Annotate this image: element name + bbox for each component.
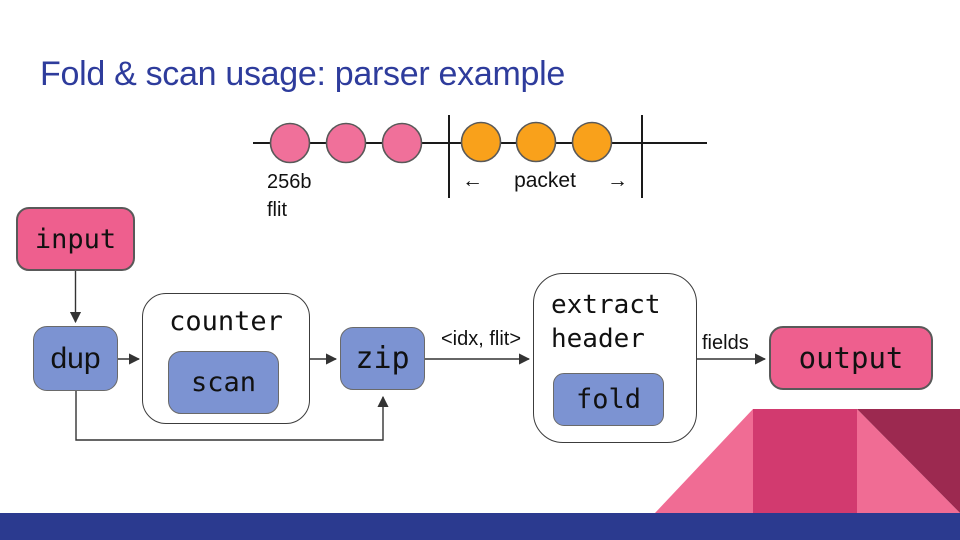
counter-label: counter [169,306,283,337]
node-scan: scan [168,351,279,414]
decoration-rectangle [753,409,857,513]
packet-label: packet [514,169,576,192]
edge-label-idx-flit: <idx, flit> [440,328,522,350]
node-zip: zip [340,327,425,390]
decoration-triangle-left [655,409,753,513]
arrow-dup-bypass-to-zip [75,391,389,441]
packet-circle [571,121,613,163]
footer-accent-bar [0,513,960,540]
right-arrow-icon: → [607,169,628,192]
node-output: output [769,326,933,390]
node-input: input [16,207,135,271]
extract-header-label: extract header [551,290,661,355]
flit-circle [325,122,367,164]
decoration-triangle-right-dark [857,409,960,513]
node-fold: fold [553,373,664,426]
flit-size-label: 256b flit [267,171,312,222]
packet-circle [515,121,557,163]
packet-extent-label: ← packet → [462,169,628,193]
edge-label-fields: fields [702,332,749,354]
flit-circle [269,122,311,164]
left-arrow-icon: ← [462,169,483,192]
node-dup: dup [33,326,118,391]
flit-circle [381,122,423,164]
packet-circle [460,121,502,163]
slide-title: Fold & scan usage: parser example [40,55,565,93]
